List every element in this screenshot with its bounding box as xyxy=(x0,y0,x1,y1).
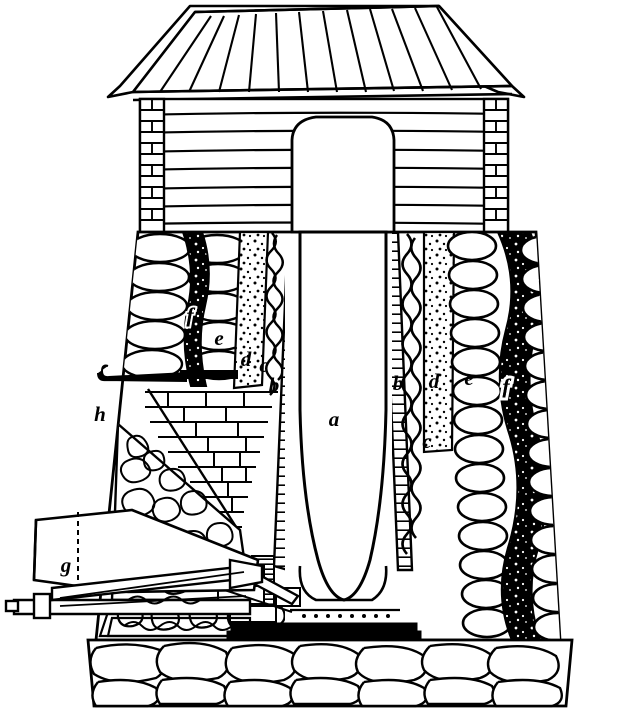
furnace-shaft-cavity xyxy=(290,115,396,602)
brick-corner-pilaster-left xyxy=(138,97,166,237)
firebrick-lining-left xyxy=(272,232,285,572)
iron-tie-rod xyxy=(97,364,238,383)
label-e-left: e xyxy=(214,326,223,350)
rubble-foundation xyxy=(86,638,574,708)
joint-packing-right xyxy=(401,233,422,555)
sand-layer-right xyxy=(422,232,456,454)
pipe-trough-rubble xyxy=(106,595,252,638)
blast-pipe-inner-lines xyxy=(59,571,247,607)
label-h: h xyxy=(94,402,106,426)
outer-stone-masonry-right xyxy=(446,232,513,639)
label-f-left-ink: f xyxy=(187,303,196,327)
sand-layer-left xyxy=(232,232,270,390)
label-b-right: b xyxy=(393,371,404,395)
label-g: g xyxy=(60,553,72,577)
hearth-bottom-dots xyxy=(302,614,390,618)
label-b-left: b xyxy=(269,373,280,397)
firebrick-lining-right xyxy=(392,232,414,572)
roof-boards xyxy=(159,4,482,93)
hearth-base-slabs xyxy=(226,622,422,640)
charcoal-packing-left xyxy=(181,232,210,387)
joint-packing-left xyxy=(265,232,284,396)
label-c-right: c xyxy=(422,429,432,453)
label-e-right: e xyxy=(464,366,473,390)
coursed-brickwork-left xyxy=(145,388,278,531)
label-d-right: d xyxy=(429,369,440,393)
label-c-left: c xyxy=(259,353,269,377)
label-a: a xyxy=(329,407,340,431)
brick-corner-pilaster-right xyxy=(482,97,510,237)
label-d-left: d xyxy=(241,347,252,371)
label-f-right: f xyxy=(503,374,512,398)
